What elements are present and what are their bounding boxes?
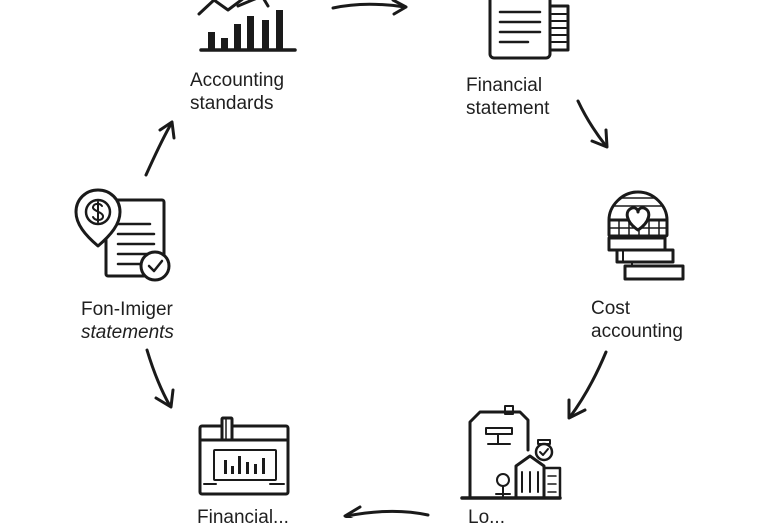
- arrow-left-lower: [145, 348, 175, 409]
- node-label-line: accounting: [591, 321, 683, 342]
- node-label-line: Fon-Imiger: [81, 299, 173, 320]
- chart-window-icon: [198, 416, 290, 496]
- document-ledger-icon: [488, 0, 570, 60]
- accounting-cycle-diagram: Accounting standards Financial statement…: [74, 0, 685, 528]
- arrow-right-lower: [567, 350, 608, 420]
- node-label-line: standards: [190, 93, 274, 114]
- node-label-line: Accounting: [190, 70, 285, 91]
- arrow-bottom: [343, 505, 430, 518]
- arrow-left-upper: [144, 120, 176, 177]
- bar-chart-trend-icon: [197, 0, 297, 52]
- arrow-right-upper: [576, 99, 609, 149]
- dollar-document-check-icon: [74, 188, 171, 282]
- node-label-cost-accounting: Cost accounting: [591, 297, 683, 343]
- node-label-fon-imiger-statements: Fon-Imiger statements: [81, 298, 174, 344]
- node-label-line: Financial: [466, 75, 543, 96]
- cycle-arrows: [144, 0, 609, 518]
- node-label-line: Cost: [591, 298, 631, 319]
- diagram-graphics: [74, 0, 685, 518]
- node-label-financial-statement: Financial statement: [466, 74, 549, 120]
- arrow-top: [331, 0, 408, 16]
- factory-building-icon: [460, 405, 562, 500]
- node-label-line: statements: [81, 322, 174, 343]
- heart-brick-stack-icon: [607, 190, 685, 281]
- node-label-accounting-standards: Accounting standards: [190, 69, 284, 115]
- node-label-line: statement: [466, 98, 550, 119]
